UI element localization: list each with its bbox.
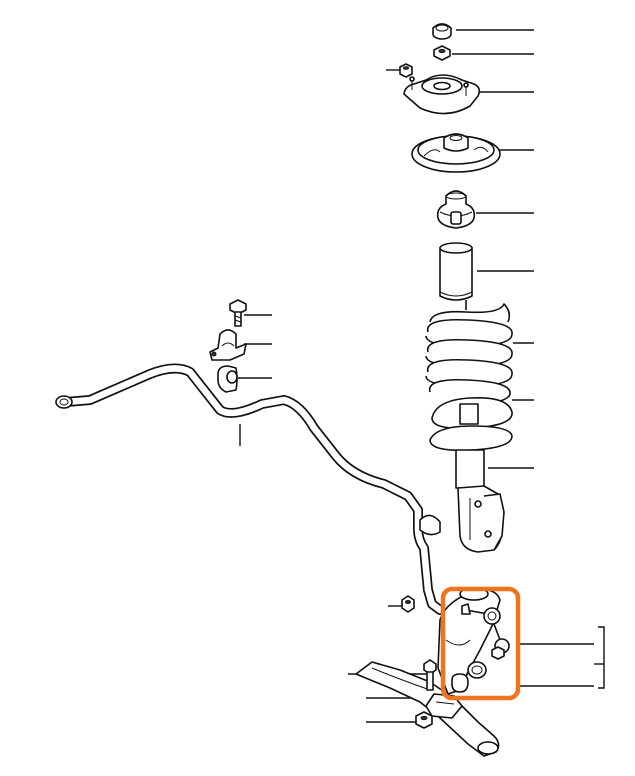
spring-upper-seat-icon xyxy=(411,133,501,173)
shock-absorber-strut-icon xyxy=(455,403,505,553)
link-nut-icon xyxy=(401,595,415,613)
strut-mount-nut-icon xyxy=(433,45,451,61)
stabilizer-link-icon xyxy=(451,603,510,693)
stabilizer-bar-icon xyxy=(55,363,445,615)
strut-upper-mount-icon xyxy=(403,74,481,115)
stabilizer-link-highlight-box xyxy=(440,586,521,701)
mount-side-nut-icon xyxy=(399,63,413,78)
bushing-bolt-icon xyxy=(229,299,247,327)
arm-bushing-nut-icon xyxy=(415,711,433,729)
arm-bolt-icon xyxy=(423,659,437,691)
strut-mount-nut-cap-icon xyxy=(432,23,452,40)
bar-bushing-icon xyxy=(217,365,238,393)
dust-boot-icon xyxy=(439,242,473,301)
coil-spring-icon xyxy=(425,300,513,405)
bushing-bracket-icon xyxy=(209,329,247,361)
leader-lines xyxy=(238,29,605,723)
bump-stop-icon xyxy=(436,190,476,229)
